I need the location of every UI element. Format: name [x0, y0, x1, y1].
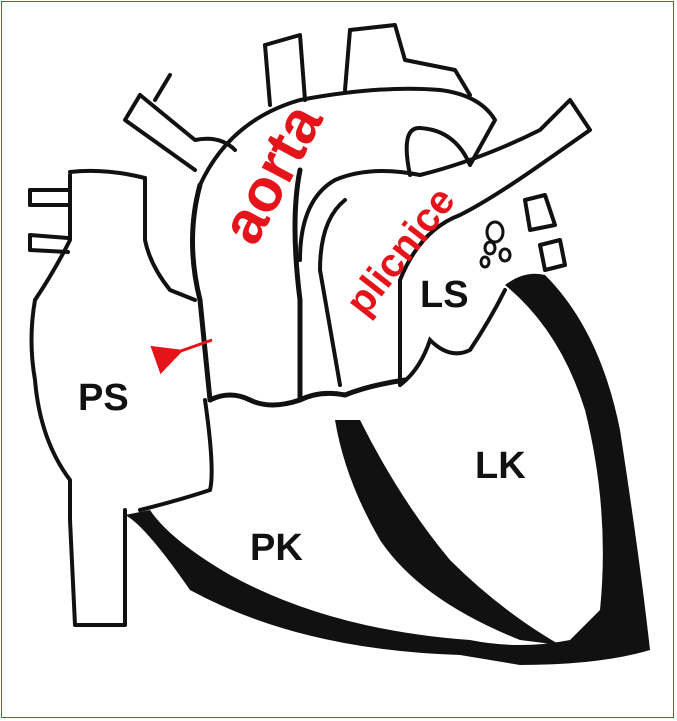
- label-ps: PS: [78, 377, 129, 419]
- pulmonary-veins: [481, 222, 510, 267]
- label-ls: LS: [420, 274, 469, 316]
- pulmonary-trunk: [300, 100, 590, 385]
- label-pk: PK: [250, 527, 303, 569]
- label-lk: LK: [475, 445, 526, 487]
- label-aorta: aorta: [207, 93, 335, 255]
